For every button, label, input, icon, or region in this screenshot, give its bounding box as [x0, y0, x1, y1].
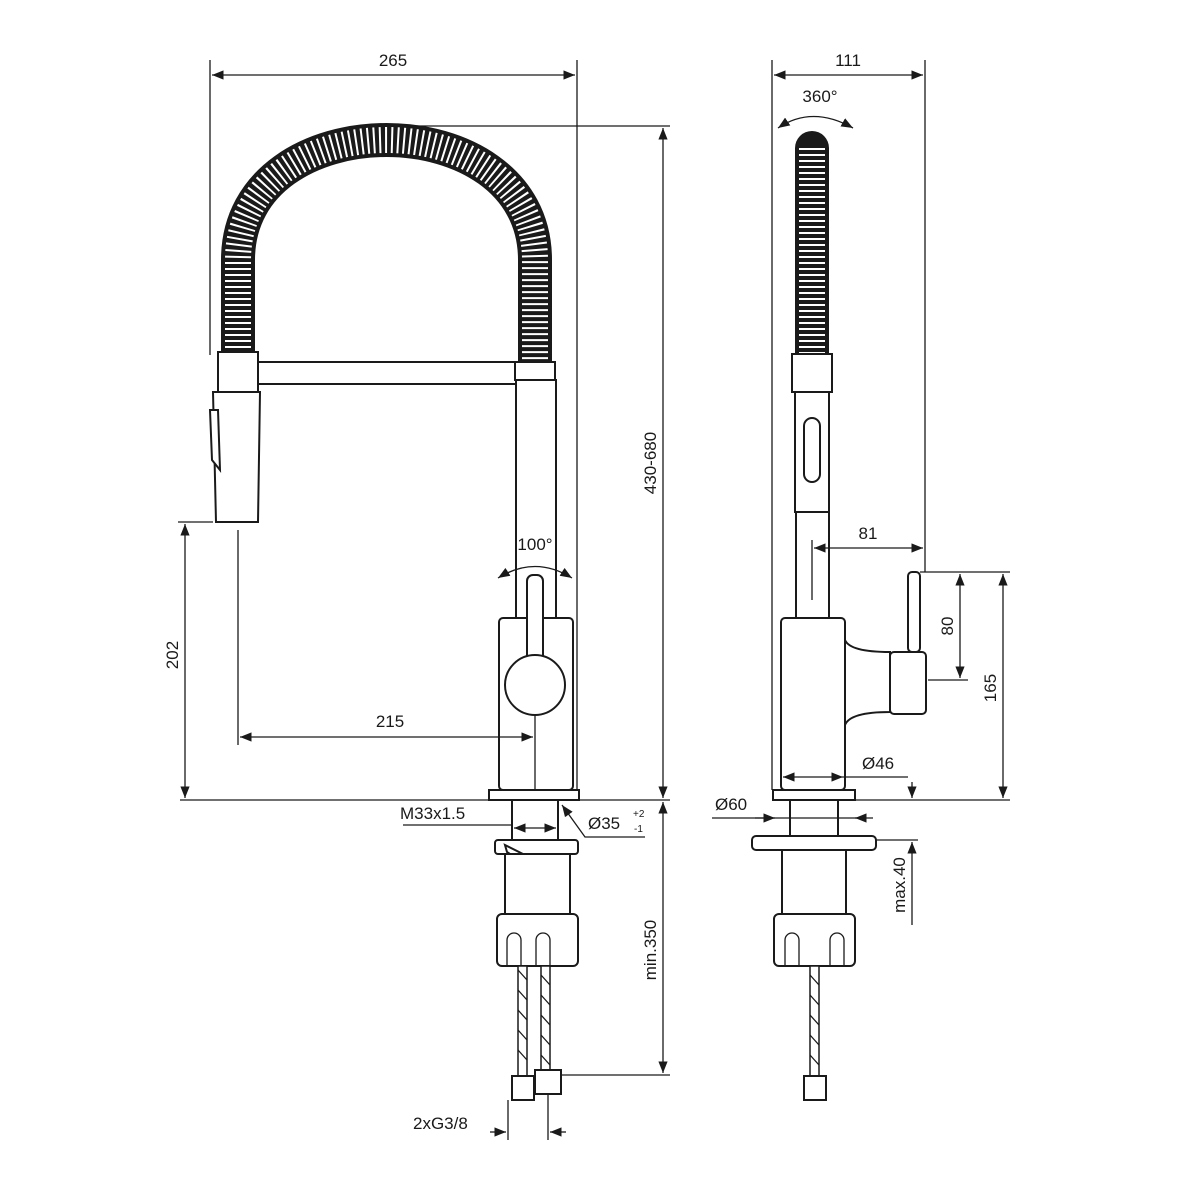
spring-hose: [221, 123, 552, 362]
spout-collar: [791, 353, 833, 393]
label-thread: M33x1.5: [400, 804, 465, 823]
body: [780, 617, 846, 791]
label-body-diameter: Ø46: [862, 754, 894, 773]
side-view: 111 360° 81 80 165 Ø46 Ø60 max.40: [712, 51, 1010, 1101]
spout-collar: [217, 351, 259, 393]
dim-lever-offset: 81: [859, 524, 878, 543]
mounting-nut: [773, 913, 856, 967]
lever-knob[interactable]: [889, 651, 927, 715]
dim-max-thickness: max.40: [890, 857, 909, 913]
tol-plus: +2: [633, 809, 645, 820]
dim-spout-rotation: 360°: [802, 87, 837, 106]
lever-knob[interactable]: [504, 654, 566, 716]
dim-lever-length: 80: [938, 617, 957, 636]
connector: [803, 1075, 827, 1101]
lever-boss: [844, 639, 891, 726]
base-plate: [488, 789, 580, 801]
dim-width: 265: [379, 51, 407, 70]
dim-lever-height: 165: [981, 674, 1000, 702]
connector: [511, 1075, 535, 1101]
lever[interactable]: [907, 571, 921, 653]
tol-minus: -1: [634, 824, 643, 835]
dim-spout-height: 202: [163, 641, 182, 669]
spray-head: [211, 391, 262, 523]
dim-depth: 111: [835, 51, 861, 70]
front-view: 265 430-680 202 215 100° M33x1.5 Ø35 +2 …: [163, 51, 670, 1140]
mounting-plate: [751, 835, 877, 851]
label-connections: 2xG3/8: [413, 1114, 468, 1133]
dim-reach: 215: [376, 712, 404, 731]
label-base-diameter: Ø60: [715, 795, 747, 814]
supply-hose: [517, 965, 528, 1077]
base-plate: [772, 789, 856, 801]
mounting-nut: [496, 913, 579, 967]
spout-arm: [254, 361, 518, 385]
dim-lever-rotation: 100°: [517, 535, 552, 554]
dim-height: 430-680: [641, 432, 660, 494]
label-hole-diameter: Ø35: [588, 814, 620, 833]
connector: [534, 1069, 562, 1095]
dim-hose-length: min.350: [641, 920, 660, 980]
